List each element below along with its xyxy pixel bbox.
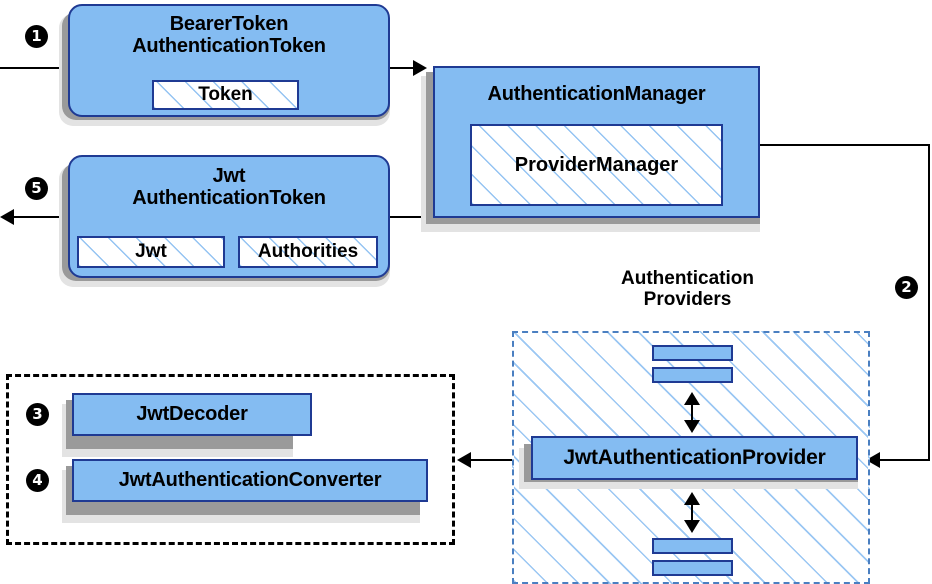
provider-stub-top-2 [652,367,733,383]
node-jwt-authentication-provider[interactable]: JwtAuthenticationProvider [531,436,858,480]
flow-line-bearer-to-manager [390,67,415,69]
provider-stub-top-1 [652,345,733,361]
flow-line-incoming [0,67,70,69]
bearer-token-inner-token[interactable]: Token [152,80,299,110]
flow-line-into-provider [868,459,930,461]
jwt-authentication-token-inner-authorities[interactable]: Authorities [238,236,378,268]
jwt-authentication-converter-title: JwtAuthenticationConverter [118,469,382,492]
step-badge-1: 1 [25,25,48,48]
provider-stub-bottom-1 [652,538,733,554]
authorities-inner-label: Authorities [257,241,359,262]
authentication-manager-inner-provider-manager[interactable]: ProviderManager [470,124,723,206]
node-jwt-authentication-converter[interactable]: JwtAuthenticationConverter [72,459,428,502]
jwt-inner-label: Jwt [135,241,167,262]
bearer-token-inner-token-label: Token [198,84,253,105]
step-badge-5: 5 [25,177,48,200]
provider-manager-label: ProviderManager [514,153,679,176]
flow-line-provider-bottom [691,496,693,524]
flow-line-manager-right [760,144,930,146]
arrowhead-to-jwt-support [457,452,471,468]
node-bearer-token-authentication-token[interactable]: BearerToken AuthenticationToken [68,4,390,117]
step-badge-3: 3 [26,403,49,426]
step-badge-4: 4 [26,469,49,492]
arrowhead-provider-down-bottom [684,520,700,533]
step-badge-2: 2 [895,276,918,299]
flow-line-manager-down [928,144,930,461]
flow-line-provider-to-support [470,459,525,461]
arrowhead-outgoing [0,209,14,225]
jwt-authentication-token-title: Jwt AuthenticationToken [132,165,326,210]
bearer-token-title: BearerToken AuthenticationToken [132,13,326,58]
authentication-manager-title: AuthenticationManager [487,83,706,105]
jwt-support-region[interactable] [6,374,455,545]
jwt-authentication-token-inner-jwt[interactable]: Jwt [77,236,225,268]
provider-stub-bottom-2 [652,560,733,576]
jwt-decoder-title: JwtDecoder [136,403,248,426]
arrowhead-to-authentication-manager [413,60,427,76]
jwt-authentication-provider-title: JwtAuthenticationProvider [563,446,826,470]
arrowhead-provider-down-top [684,420,700,433]
node-jwt-decoder[interactable]: JwtDecoder [72,393,312,436]
flow-line-provider-top [691,396,693,424]
authentication-providers-label: Authentication Providers [621,268,754,311]
